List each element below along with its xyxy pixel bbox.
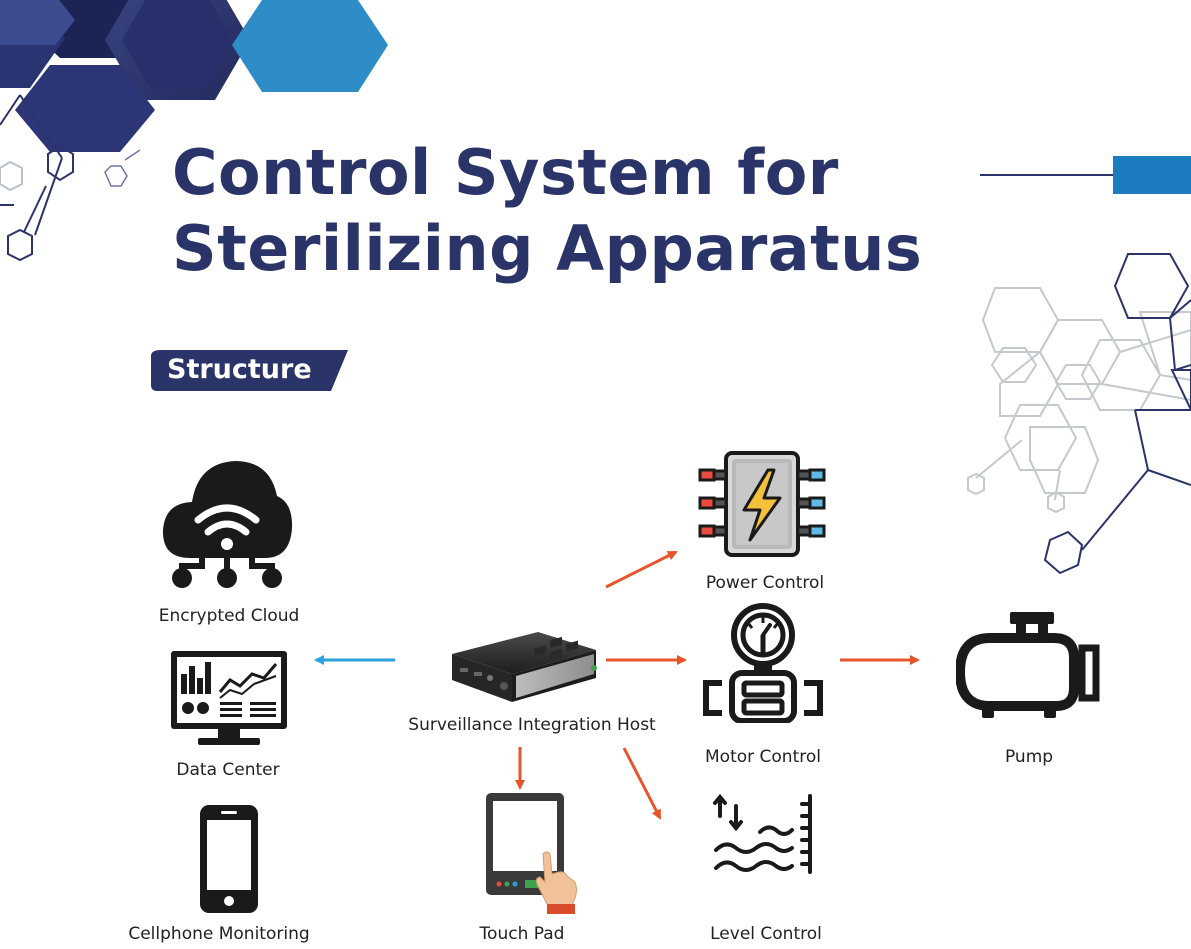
pump-icon <box>956 612 1100 718</box>
pump-label: Pump <box>1004 747 1054 767</box>
top-left-hex-lines <box>0 94 74 262</box>
page-title-line-1: Control System for <box>172 136 839 209</box>
right-hex-network <box>967 253 1191 575</box>
motor-gauge-icon <box>703 603 823 723</box>
power-control-label: Power Control <box>705 573 825 593</box>
smartphone-icon <box>200 805 258 913</box>
data-center-label: Data Center <box>176 760 280 780</box>
motor-control-label: Motor Control <box>705 747 821 767</box>
top-left-hex-cluster <box>0 0 388 152</box>
cloud-wifi-icon <box>162 461 293 588</box>
cellphone-monitoring-label: Cellphone Monitoring <box>128 924 310 944</box>
water-level-icon <box>713 794 812 874</box>
page-title-line-2: Sterilizing Apparatus <box>172 212 923 285</box>
header-accent-block <box>1113 156 1191 194</box>
mini-pc-icon <box>452 632 597 702</box>
arrow-host-to-level-control <box>622 747 662 820</box>
monitor-dashboard-icon <box>171 651 287 745</box>
tablet-touch-icon <box>486 793 577 914</box>
arrow-host-to-power-control <box>605 550 678 589</box>
level-control-label: Level Control <box>710 924 822 944</box>
section-tag: Structure <box>151 350 348 391</box>
power-module-icon <box>698 451 826 557</box>
header-rule <box>980 174 1114 176</box>
host-label: Surveillance Integration Host <box>408 715 656 735</box>
section-tag-shape <box>151 350 348 391</box>
touch-pad-label: Touch Pad <box>479 924 565 944</box>
section-tag-label: Structure <box>167 354 312 385</box>
encrypted-cloud-label: Encrypted Cloud <box>158 606 300 626</box>
